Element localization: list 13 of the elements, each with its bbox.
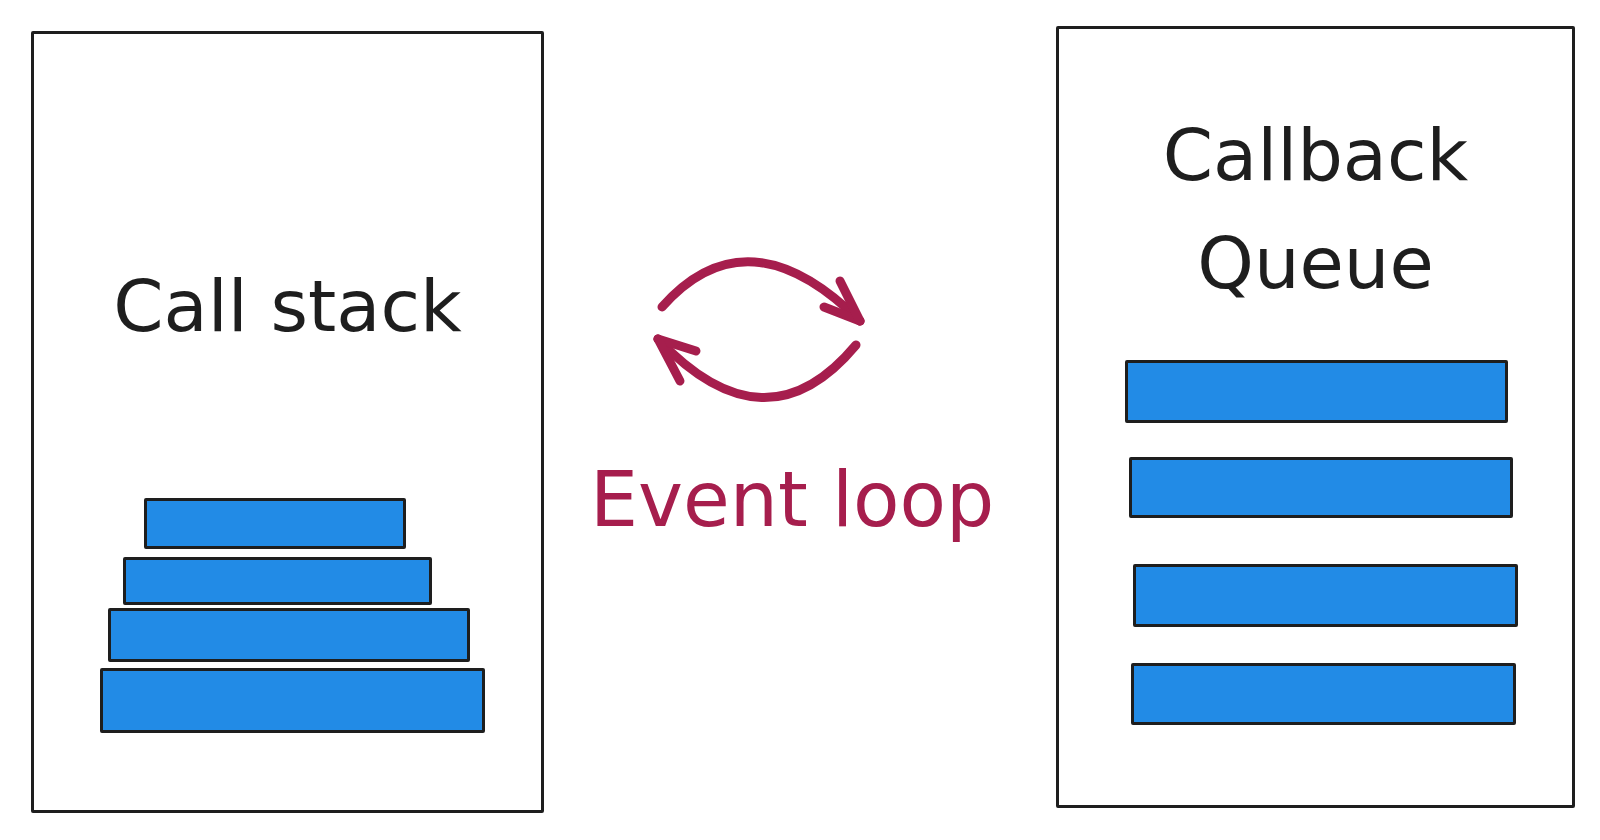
bar <box>1129 457 1513 518</box>
bar <box>144 498 406 549</box>
container-box <box>1056 26 1575 808</box>
bar <box>1133 564 1518 627</box>
container-box <box>31 31 544 813</box>
bar <box>1131 663 1516 725</box>
box-title: Callback Queue <box>1161 112 1470 307</box>
box-title: Call stack <box>112 263 463 350</box>
bar <box>1125 360 1508 423</box>
bar <box>108 608 470 662</box>
bar <box>123 557 432 605</box>
bar <box>100 668 485 733</box>
label: Event loop <box>590 455 995 544</box>
